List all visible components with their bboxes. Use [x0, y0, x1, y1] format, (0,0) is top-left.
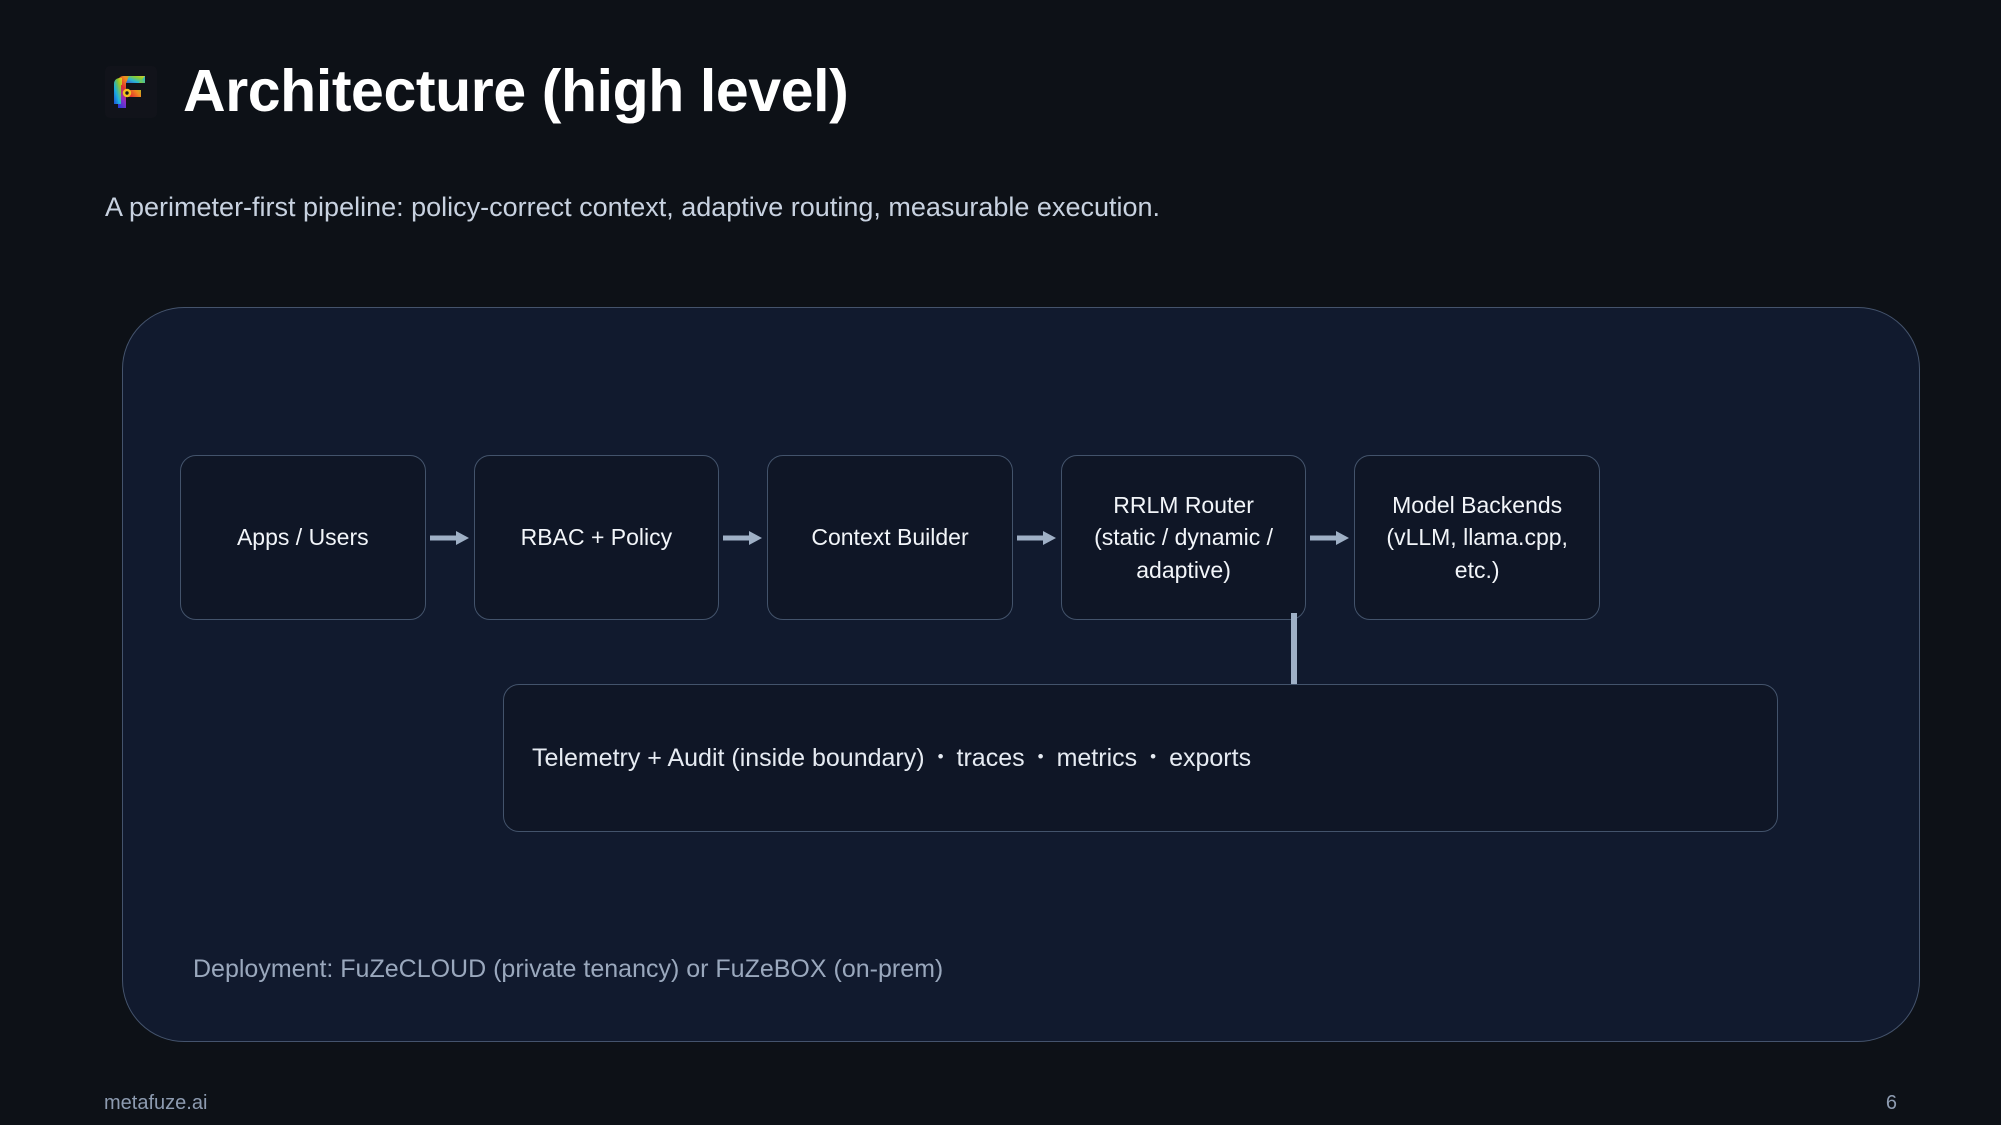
deployment-note: Deployment: FuZeCLOUD (private tenancy) …: [193, 955, 944, 983]
flow-node-label: Model Backends (vLLM, llama.cpp, etc.): [1369, 489, 1585, 587]
flow-node-label: Context Builder: [811, 524, 969, 551]
arrow-right-icon: [1306, 527, 1354, 549]
arrow-right-icon: [1013, 527, 1061, 549]
telemetry-item-metrics: metrics: [1056, 743, 1138, 772]
flow-node-label-line: (static / dynamic /: [1094, 524, 1274, 551]
telemetry-audit-box[interactable]: Telemetry + Audit (inside boundary) • tr…: [503, 684, 1778, 832]
metafuze-f-logo-icon: [105, 65, 157, 118]
flow-node-rrlm-router[interactable]: RRLM Router (static / dynamic / adaptive…: [1060, 455, 1307, 620]
page-title: Architecture (high level): [183, 58, 849, 124]
flow-node-label-line: (vLLM, llama.cpp, etc.): [1386, 524, 1568, 583]
slide-header: Architecture (high level): [105, 58, 849, 124]
flow-node-label: RRLM Router (static / dynamic / adaptive…: [1094, 489, 1273, 587]
telemetry-text: Telemetry + Audit (inside boundary) • tr…: [532, 744, 1251, 773]
telemetry-item-traces: traces: [956, 743, 1025, 772]
page-number: 6: [1885, 1092, 1897, 1114]
telemetry-item-exports: exports: [1169, 743, 1252, 772]
flow-node-model-backends[interactable]: Model Backends (vLLM, llama.cpp, etc.): [1354, 455, 1600, 620]
flow-node-label-line: RRLM Router: [1113, 491, 1254, 518]
flow-node-context-builder[interactable]: Context Builder: [767, 455, 1013, 620]
flow-node-label: Apps / Users: [236, 524, 369, 551]
slide-subtitle: A perimeter-first pipeline: policy-corre…: [105, 192, 1161, 222]
flow-node-label-line: adaptive): [1136, 556, 1231, 583]
arrow-down-icon: [1283, 613, 1305, 717]
bullet-separator-icon: •: [937, 746, 944, 766]
bullet-separator-icon: •: [1037, 746, 1044, 766]
trust-boundary-panel: [122, 307, 1920, 1042]
arrow-right-icon: [426, 527, 474, 549]
footer-brand: metafuze.ai: [104, 1092, 208, 1114]
flow-node-label-line: Model Backends: [1392, 491, 1563, 518]
architecture-flow-row: Apps / Users RBAC + Policy Context Build…: [180, 455, 1600, 620]
flow-node-rbac-policy[interactable]: RBAC + Policy: [473, 455, 720, 620]
bullet-separator-icon: •: [1150, 746, 1157, 766]
telemetry-main-label: Telemetry + Audit (inside boundary): [532, 743, 925, 772]
flow-node-apps-users[interactable]: Apps / Users: [180, 455, 426, 620]
flow-node-label: RBAC + Policy: [520, 524, 673, 551]
arrow-right-icon: [719, 527, 767, 549]
